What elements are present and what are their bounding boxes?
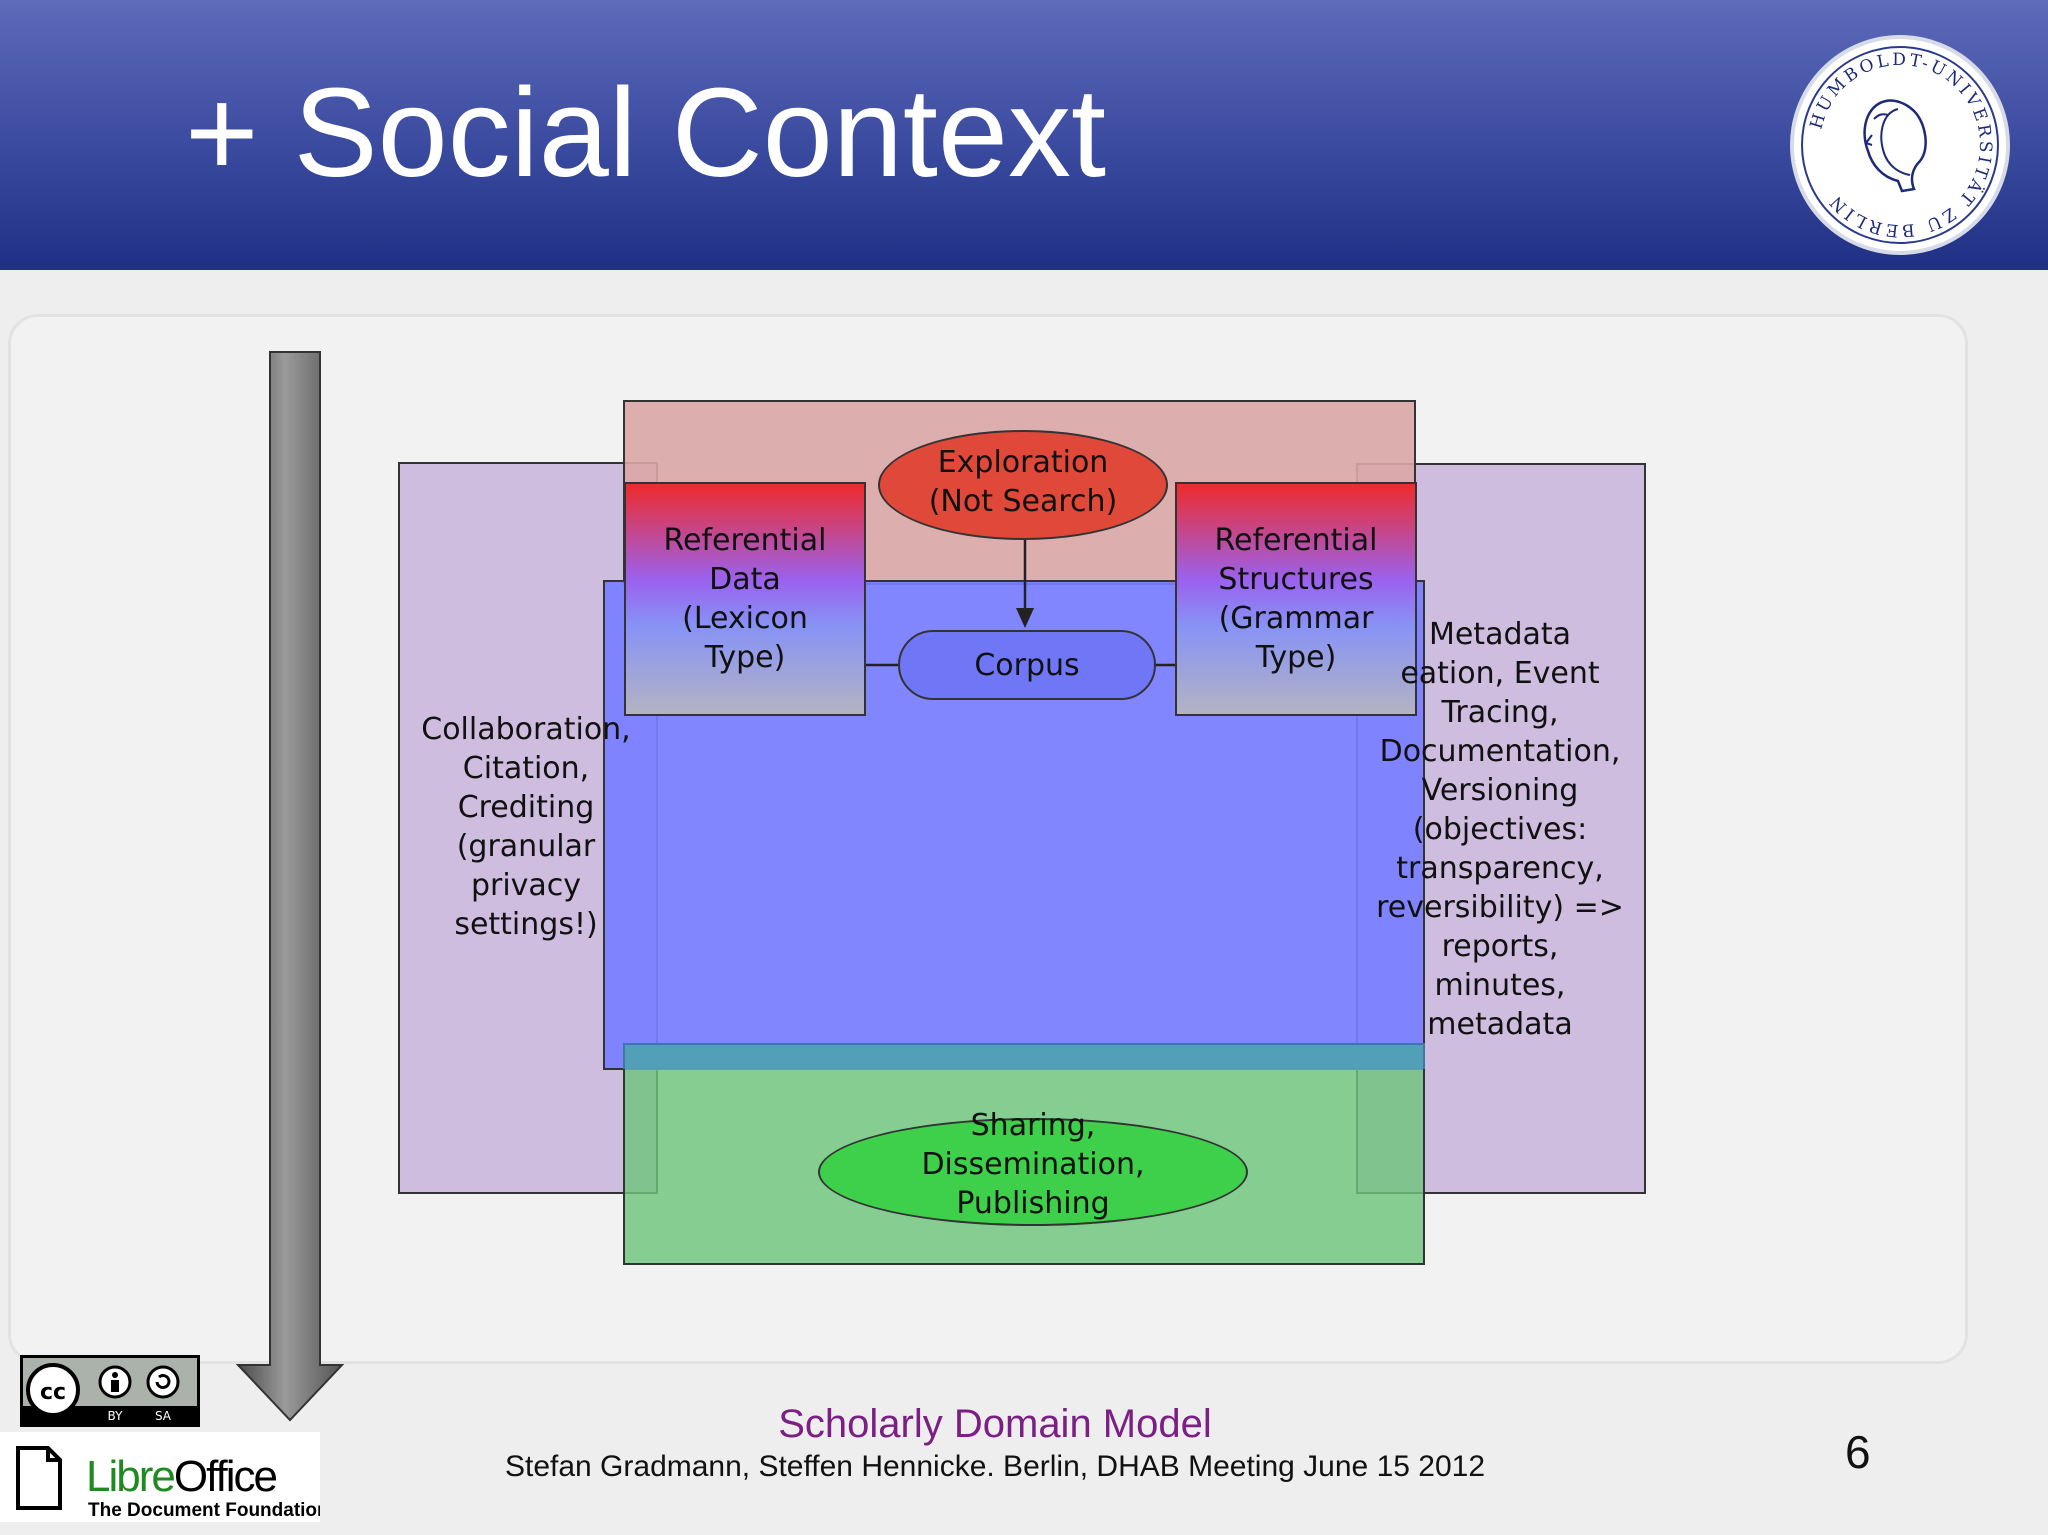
metadata-label: Metadata eation, Event Tracing, Document… [1350,615,1650,1044]
cc-badge-graphic: cc BY SA [23,1358,197,1424]
page-number: 6 [1845,1425,1871,1479]
footer-title: Scholarly Domain Model [500,1402,1490,1447]
corpus-label: Corpus [898,646,1156,685]
svg-text:BY: BY [108,1409,124,1423]
svg-text:SA: SA [155,1409,172,1423]
footer-subtitle: Stefan Gradmann, Steffen Hennicke. Berli… [420,1450,1570,1484]
exploration-label: Exploration (Not Search) [878,443,1168,521]
libreoffice-logo-graphic: LibreOffice The Document Foundation [0,1432,320,1522]
sharing-label: Sharing, Dissemination, Publishing [818,1106,1248,1223]
svg-text:The Document Foundation: The Document Foundation [88,1500,320,1521]
svg-text:cc: cc [40,1380,66,1405]
share-alike-icon [148,1367,178,1397]
document-icon [18,1448,60,1508]
libreoffice-logo: LibreOffice The Document Foundation [0,1432,320,1522]
referential-data-label: Referential Data (Lexicon Type) [624,521,866,677]
cc-license-badge: cc BY SA [20,1355,200,1427]
arrow-head-icon [1016,608,1034,628]
collaboration-label: Collaboration, Citation, Crediting (gran… [400,710,652,944]
svg-text:LibreOffice: LibreOffice [86,1452,276,1501]
